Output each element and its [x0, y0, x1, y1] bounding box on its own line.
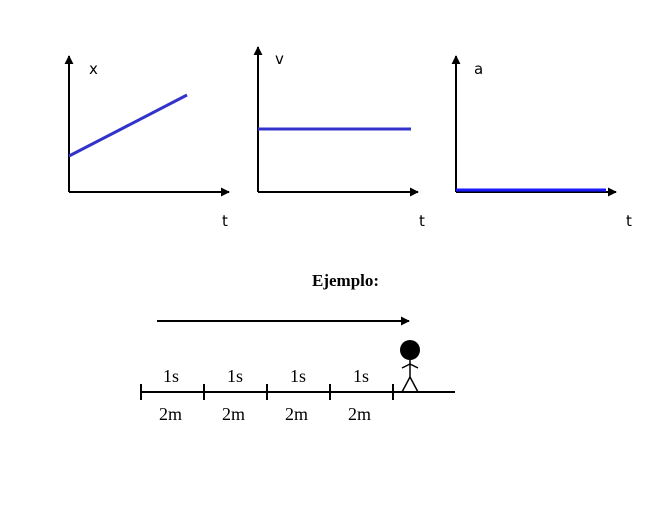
position-graph-plot-line: [68, 93, 188, 158]
acceleration-graph-x-label: t: [626, 212, 632, 230]
position-graph-y-label: x: [89, 60, 98, 78]
position-time-graph: x t: [64, 55, 230, 230]
example-title: Ejemplo:: [312, 271, 379, 290]
position-graph-x-label: t: [222, 212, 228, 230]
distance-label: 2m: [348, 404, 371, 424]
velocity-time-graph: v t: [253, 46, 425, 230]
velocity-graph-x-label: t: [419, 212, 425, 230]
time-label: 1s: [163, 366, 179, 386]
distance-label: 2m: [222, 404, 245, 424]
distance-label: 2m: [285, 404, 308, 424]
velocity-graph-y-label: v: [275, 50, 284, 68]
example-diagram: 1s 1s 1s 1s 2m 2m 2m 2m: [140, 316, 455, 424]
acceleration-graph-y-label: a: [474, 60, 483, 78]
distance-label: 2m: [159, 404, 182, 424]
time-label: 1s: [353, 366, 369, 386]
time-label: 1s: [227, 366, 243, 386]
time-label: 1s: [290, 366, 306, 386]
stick-figure-icon: [400, 340, 420, 393]
acceleration-time-graph: a t: [451, 55, 632, 230]
